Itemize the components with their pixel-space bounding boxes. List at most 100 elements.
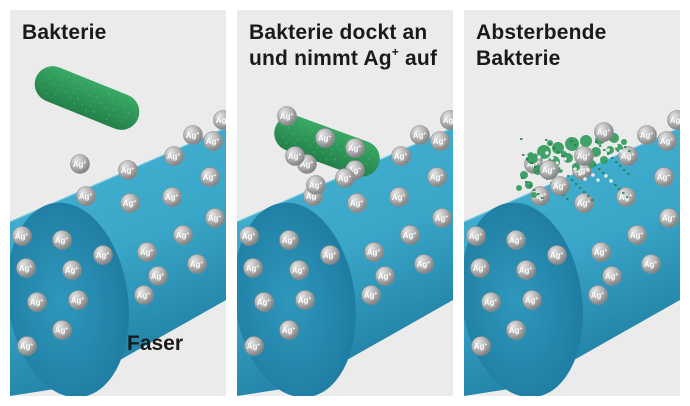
svg-text:Ag+: Ag+ (288, 152, 302, 161)
svg-text:Ag+: Ag+ (246, 264, 260, 273)
svg-text:Ag+: Ag+ (298, 296, 312, 305)
svg-text:Ag+: Ag+ (348, 144, 362, 153)
panel-bacterium: Ag+Ag+Ag+Ag+Ag+Ag+Ag+Ag+Ag+Ag+Ag+Ag+Ag+A… (10, 10, 226, 396)
svg-text:Ag+: Ag+ (55, 236, 69, 245)
svg-text:Ag+: Ag+ (430, 173, 444, 182)
silver-ion: Ag+ (306, 175, 326, 195)
silver-ion: Ag+ (432, 208, 452, 228)
svg-text:Ag+: Ag+ (206, 137, 220, 146)
svg-text:Ag+: Ag+ (630, 231, 644, 240)
svg-text:Ag+: Ag+ (367, 248, 381, 257)
svg-text:Ag+: Ag+ (55, 326, 69, 335)
silver-ion: Ag+ (547, 245, 567, 265)
silver-ion: Ag+ (279, 320, 299, 340)
silver-ion: Ag+ (68, 290, 88, 310)
silver-ion: Ag+ (471, 336, 491, 356)
svg-text:Ag+: Ag+ (121, 166, 135, 175)
svg-text:Ag+: Ag+ (190, 260, 204, 269)
silver-ion: Ag+ (591, 242, 611, 262)
silver-ion: Ag+ (637, 125, 657, 145)
svg-text:Ag+: Ag+ (151, 272, 165, 281)
svg-text:Ag+: Ag+ (309, 181, 323, 190)
silver-ion: Ag+ (279, 230, 299, 250)
silver-ion: Ag+ (641, 254, 661, 274)
svg-text:Ag+: Ag+ (597, 128, 611, 137)
panel-3-graphic: Ag+Ag+Ag+Ag+Ag+Ag+Ag+Ag+Ag+Ag+Ag+Ag+Ag+A… (464, 110, 680, 396)
svg-text:Ag+: Ag+ (140, 248, 154, 257)
silver-ion: Ag+ (506, 230, 526, 250)
silver-ion: Ag+ (361, 285, 381, 305)
silver-ion: Ag+ (16, 258, 36, 278)
svg-text:Ag+: Ag+ (19, 264, 33, 273)
svg-text:Ag+: Ag+ (657, 173, 671, 182)
svg-text:Ag+: Ag+ (306, 192, 320, 201)
svg-text:Ag+: Ag+ (413, 131, 427, 140)
svg-text:Ag+: Ag+ (605, 272, 619, 281)
silver-ion: Ag+ (410, 125, 430, 145)
svg-text:Ag+: Ag+ (509, 236, 523, 245)
silver-ion: Ag+ (162, 187, 182, 207)
svg-text:Ag+: Ag+ (96, 251, 110, 260)
svg-text:Ag+: Ag+ (474, 342, 488, 351)
silver-ion: Ag+ (239, 226, 259, 246)
svg-text:Ag+: Ag+ (473, 264, 487, 273)
svg-text:Ag+: Ag+ (644, 260, 658, 269)
svg-text:Ag+: Ag+ (79, 192, 93, 201)
svg-text:Ag+: Ag+ (591, 291, 605, 300)
svg-text:Ag+: Ag+ (519, 266, 533, 275)
silver-ion: Ag+ (347, 193, 367, 213)
silver-ion: Ag+ (522, 290, 542, 310)
svg-text:Ag+: Ag+ (203, 173, 217, 182)
svg-text:Ag+: Ag+ (433, 137, 447, 146)
silver-ion: Ag+ (27, 292, 47, 312)
silver-ion: Ag+ (213, 110, 226, 130)
silver-ion: Ag+ (289, 260, 309, 280)
silver-ion: Ag+ (70, 154, 90, 174)
silver-ion: Ag+ (285, 146, 305, 166)
silver-ion: Ag+ (137, 242, 157, 262)
svg-text:Ag+: Ag+ (300, 160, 314, 169)
silver-ion: Ag+ (530, 186, 550, 206)
silver-ion: Ag+ (364, 242, 384, 262)
silver-ion: Ag+ (120, 193, 140, 213)
silver-ion: Ag+ (173, 225, 193, 245)
silver-ion: Ag+ (187, 254, 207, 274)
svg-text:Ag+: Ag+ (247, 342, 261, 351)
svg-text:Ag+: Ag+ (553, 182, 567, 191)
silver-ion: Ag+ (400, 225, 420, 245)
silver-ion: Ag+ (654, 167, 674, 187)
svg-text:Ag+: Ag+ (167, 152, 181, 161)
panel-2-title: Bakterie dockt an und nimmt Ag+ auf (249, 21, 438, 70)
svg-text:Ag+: Ag+ (123, 199, 137, 208)
silver-ion: Ag+ (427, 167, 447, 187)
svg-text:Ag+: Ag+ (216, 116, 226, 125)
silver-ion: Ag+ (430, 131, 450, 151)
svg-text:Ag+: Ag+ (550, 251, 564, 260)
silver-ion: Ag+ (295, 290, 315, 310)
svg-text:Ag+: Ag+ (484, 298, 498, 307)
silver-ion: Ag+ (470, 258, 490, 278)
svg-text:Ag+: Ag+ (527, 160, 541, 169)
silver-ion: Ag+ (118, 160, 138, 180)
silver-ion: Ag+ (667, 110, 680, 130)
svg-text:Ag+: Ag+ (577, 199, 591, 208)
silver-ion: Ag+ (183, 125, 203, 145)
svg-text:Ag+: Ag+ (509, 326, 523, 335)
svg-text:Ag+: Ag+ (242, 232, 256, 241)
silver-ion: Ag+ (466, 226, 486, 246)
silver-ion: Ag+ (659, 208, 679, 228)
svg-text:Ag+: Ag+ (137, 291, 151, 300)
silver-ion: Ag+ (52, 230, 72, 250)
panel-1-graphic: Ag+Ag+Ag+Ag+Ag+Ag+Ag+Ag+Ag+Ag+Ag+Ag+Ag+A… (10, 66, 226, 396)
silver-ion: Ag+ (164, 146, 184, 166)
svg-text:Ag+: Ag+ (417, 260, 431, 269)
silver-ion: Ag+ (594, 122, 614, 142)
silver-ion: Ag+ (481, 292, 501, 312)
svg-text:Ag+: Ag+ (525, 296, 539, 305)
svg-text:Ag+: Ag+ (542, 166, 556, 175)
panel-3-title: Absterbende Bakterie (476, 21, 607, 70)
svg-text:Ag+: Ag+ (640, 131, 654, 140)
silver-ion: Ag+ (506, 320, 526, 340)
svg-text:Ag+: Ag+ (621, 152, 635, 161)
fiber-label: Faser (127, 332, 184, 355)
